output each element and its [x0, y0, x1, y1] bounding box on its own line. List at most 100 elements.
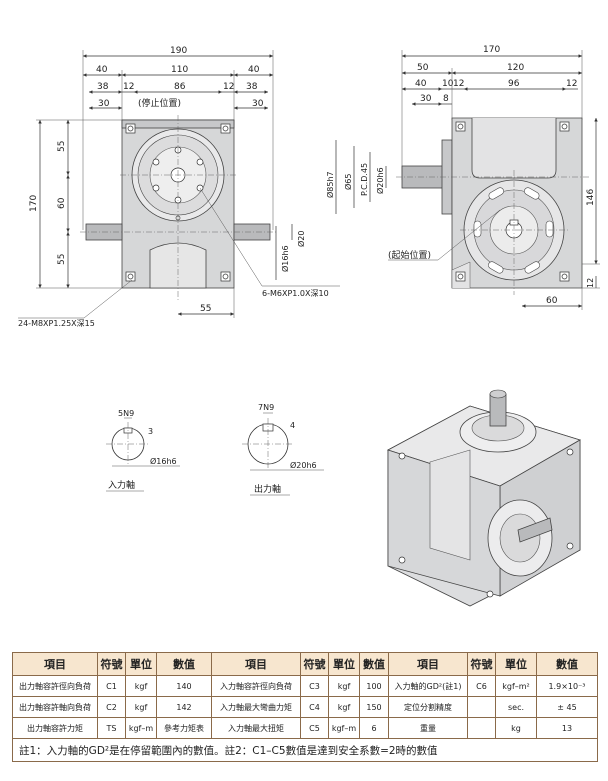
- output-key-depth: 4: [290, 421, 295, 430]
- col-value: 數值: [359, 652, 389, 676]
- cell: C2: [97, 696, 126, 718]
- input-shaft-dia: Ø16h6: [150, 456, 177, 466]
- side-dim-20h6: Ø20h6: [375, 167, 385, 194]
- cell: kgf–m: [125, 717, 157, 739]
- cell: TS: [97, 717, 126, 739]
- side-dim-pcd45: P.C.D.45: [360, 163, 369, 196]
- iso-output-shaft: [489, 393, 507, 427]
- cell: 入力軸最大彎曲力矩: [211, 696, 301, 718]
- tap-hole-note: 6-M6XP1.0X深10: [262, 289, 329, 298]
- cell: C4: [300, 696, 329, 718]
- table-note-row: 註1：入力軸的GD²是在停留範圍內的數值。註2：C1–C5數值是達到安全系數=2…: [12, 738, 598, 762]
- front-view: 190 40 110 40 38 12 86 12 38 30 30 (停止位置…: [18, 46, 340, 328]
- dim-190: 190: [170, 46, 187, 56]
- iso-input-shaft: [517, 517, 553, 543]
- tap-holes: [152, 146, 204, 221]
- cell: C3: [300, 675, 329, 697]
- side-dim-30: 30: [420, 94, 432, 104]
- col-value: 數值: [536, 652, 598, 676]
- output-key-width: 7N9: [258, 403, 274, 412]
- dim-86: 86: [174, 82, 186, 92]
- cell: 140: [156, 675, 212, 697]
- cell: 重量: [388, 717, 468, 739]
- side-dim-12-right: 12: [566, 79, 577, 89]
- cell: 6: [359, 717, 389, 739]
- side-dim-8: 8: [443, 94, 449, 104]
- cell: 入力軸最大扭矩: [211, 717, 301, 739]
- side-dim-85h7: Ø85h7: [325, 171, 335, 198]
- cell: 100: [359, 675, 389, 697]
- col-symbol: 符號: [97, 652, 126, 676]
- dim-55-bottom: 55: [57, 254, 67, 265]
- dim-12-right: 12: [223, 82, 234, 92]
- dim-55-top: 55: [57, 141, 67, 152]
- side-corner-bolts: [455, 121, 570, 282]
- dim-110: 110: [171, 65, 188, 75]
- cell: sec.: [495, 696, 537, 718]
- cell: 出力軸容許徑向負荷: [12, 675, 98, 697]
- dim-30-right: 30: [252, 99, 264, 109]
- cell: C6: [467, 675, 496, 697]
- dim-38-left: 38: [97, 82, 109, 92]
- side-view: 170 50 120 40 10 12 96 12 30 8: [325, 45, 600, 310]
- table-row: 出力軸容許徑向負荷 C1 kgf 140 入力軸容許徑向負荷 C3 kgf 10…: [12, 675, 598, 697]
- side-dim-40: 40: [415, 79, 427, 89]
- input-key-depth: 3: [148, 427, 153, 436]
- cell: 參考力矩表: [156, 717, 212, 739]
- cell: 142: [156, 696, 212, 718]
- dim-40-left: 40: [96, 65, 108, 75]
- side-dim-60: 60: [546, 296, 558, 306]
- col-symbol: 符號: [300, 652, 329, 676]
- cell: 出力軸容許力矩: [12, 717, 98, 739]
- table-row: 出力軸容許力矩 TS kgf–m 參考力矩表 入力軸最大扭矩 C5 kgf–m …: [12, 717, 598, 739]
- side-dim-120: 120: [507, 63, 524, 73]
- side-dim-50: 50: [417, 63, 429, 73]
- cell: kgf: [328, 675, 360, 697]
- cell: C5: [300, 717, 329, 739]
- side-dim-170: 170: [483, 45, 500, 55]
- cell: kg: [495, 717, 537, 739]
- cell: [467, 696, 496, 718]
- cell: 入力軸的GD²(註1): [388, 675, 468, 697]
- col-item: 項目: [388, 652, 468, 676]
- cam-slots: [473, 187, 554, 274]
- cell: 出力軸容許軸向負荷: [12, 696, 98, 718]
- col-unit: 單位: [125, 652, 157, 676]
- cell: [467, 717, 496, 739]
- input-key-width: 5N9: [118, 409, 134, 418]
- col-item: 項目: [211, 652, 301, 676]
- side-dim-146: 146: [586, 189, 596, 206]
- cell: 定位分割精度: [388, 696, 468, 718]
- col-value: 數值: [156, 652, 212, 676]
- col-symbol: 符號: [467, 652, 496, 676]
- col-unit: 單位: [495, 652, 537, 676]
- isometric-view: [386, 389, 581, 607]
- technical-drawing: 190 40 110 40 38 12 86 12 38 30 30 (停止位置…: [18, 45, 600, 607]
- cell: kgf–m: [328, 717, 360, 739]
- cell: kgf: [125, 696, 157, 718]
- cell: kgf–m²: [495, 675, 537, 697]
- cell: 13: [536, 717, 598, 739]
- dim-shaft-20: Ø20: [296, 231, 306, 247]
- cell: 150: [359, 696, 389, 718]
- output-shaft-dia: Ø20h6: [290, 460, 317, 470]
- base-hole-note: 24-M8XP1.25X深15: [18, 319, 95, 328]
- col-item: 項目: [12, 652, 98, 676]
- cell: 入力軸容許徑向負荷: [211, 675, 301, 697]
- side-dim-10: 10: [442, 79, 454, 89]
- cell: 1.9×10⁻³: [536, 675, 598, 697]
- spec-table: 項目 符號 單位 數值 項目 符號 單位 數值 項目 符號 單位 數值 出力軸容…: [12, 652, 598, 762]
- dim-38-right: 38: [246, 82, 258, 92]
- cell: kgf: [328, 696, 360, 718]
- output-shaft-caption: 出力軸: [254, 483, 281, 495]
- dim-12-left: 12: [123, 82, 134, 92]
- col-unit: 單位: [328, 652, 360, 676]
- input-shaft-caption: 入力軸: [108, 479, 135, 491]
- dim-60: 60: [57, 197, 67, 209]
- cell: kgf: [125, 675, 157, 697]
- cell: C1: [97, 675, 126, 697]
- dim-170-height: 170: [29, 195, 39, 212]
- dim-shaft-16h6: Ø16h6: [280, 245, 290, 272]
- cell: ± 45: [536, 696, 598, 718]
- side-dim-12-vert: 12: [586, 278, 595, 288]
